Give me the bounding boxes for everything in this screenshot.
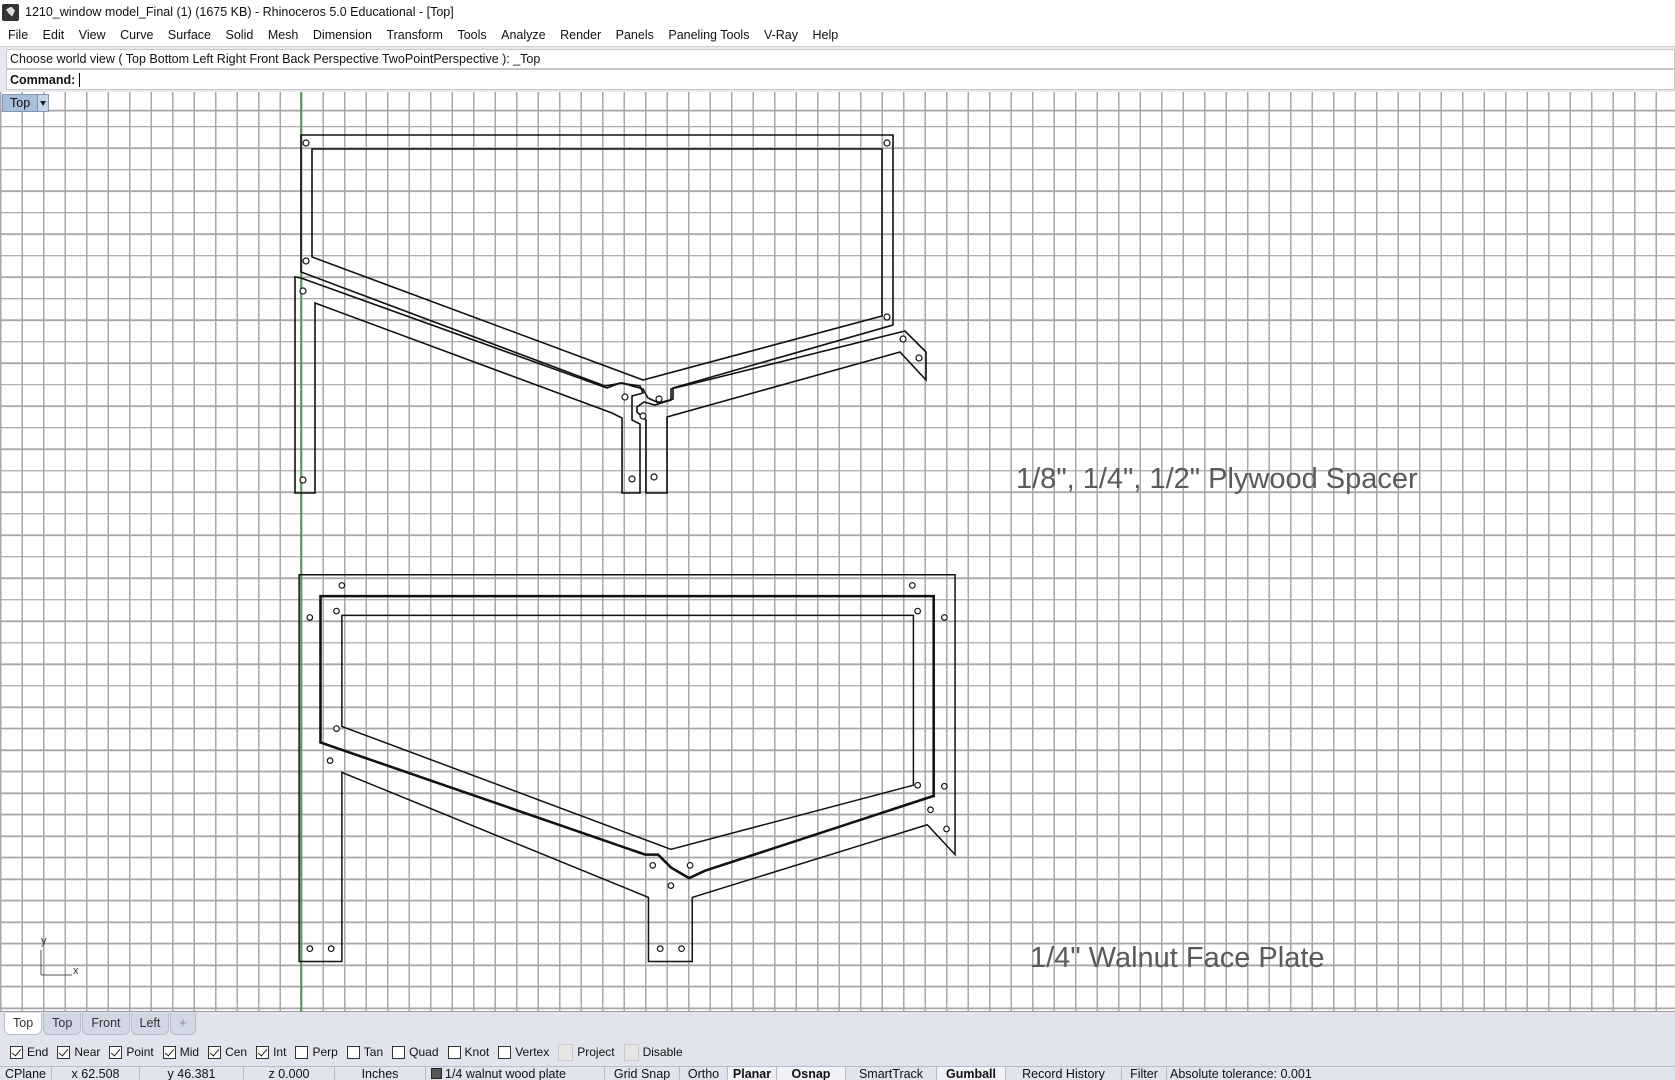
menu-render[interactable]: Render bbox=[560, 28, 602, 42]
osnap-vertex[interactable]: Vertex bbox=[498, 1045, 549, 1059]
add-viewport-tab-icon[interactable]: + bbox=[170, 1013, 196, 1035]
viewport-name[interactable]: Top bbox=[10, 96, 31, 110]
osnap-point[interactable]: Point bbox=[109, 1045, 154, 1059]
menu-tools[interactable]: Tools bbox=[457, 28, 487, 42]
command-history: Choose world view ( Top Bottom Left Righ… bbox=[6, 49, 1675, 69]
checkbox-checked-icon[interactable] bbox=[10, 1045, 23, 1059]
osnap-knot[interactable]: Knot bbox=[447, 1045, 490, 1059]
osnap-cen[interactable]: Cen bbox=[208, 1045, 247, 1059]
osnap-perp[interactable]: Perp bbox=[295, 1045, 338, 1059]
osnap-label: Vertex bbox=[515, 1045, 550, 1059]
gumball-toggle[interactable]: Gumball bbox=[937, 1067, 1006, 1080]
tolerance-readout: Absolute tolerance: 0.001 bbox=[1170, 1067, 1312, 1080]
osnap-project[interactable]: Project bbox=[558, 1043, 615, 1061]
menu-vray[interactable]: V-Ray bbox=[763, 28, 798, 42]
checkbox-unchecked-icon[interactable] bbox=[447, 1045, 461, 1059]
menu-panels[interactable]: Panels bbox=[615, 28, 654, 42]
osnap-mid[interactable]: Mid bbox=[162, 1045, 200, 1059]
x-coordinate: x 62.508 bbox=[52, 1067, 140, 1080]
checkbox-unchecked-icon[interactable] bbox=[392, 1045, 406, 1059]
status-bar: CPlane x 62.508 y 46.381 z 0.000 Inches … bbox=[0, 1066, 1675, 1080]
osnap-quad[interactable]: Quad bbox=[392, 1045, 439, 1059]
menu-view[interactable]: View bbox=[78, 28, 106, 42]
grid-snap-toggle[interactable]: Grid Snap bbox=[605, 1067, 680, 1080]
osnap-int[interactable]: Int bbox=[256, 1045, 286, 1059]
tab-top-2[interactable]: Top bbox=[43, 1013, 82, 1035]
menu-file[interactable]: File bbox=[8, 28, 29, 42]
cplane-button[interactable]: CPlane bbox=[0, 1067, 52, 1080]
osnap-disable[interactable]: Disable bbox=[623, 1043, 683, 1061]
layer-button[interactable]: 1/4 walnut wood plate bbox=[426, 1067, 605, 1080]
title-bar: 1210_window model_Final (1) (1675 KB) - … bbox=[0, 0, 1675, 24]
checkbox-unchecked-icon[interactable] bbox=[498, 1045, 512, 1059]
menu-dimension[interactable]: Dimension bbox=[312, 28, 372, 42]
checkbox-unchecked-icon[interactable] bbox=[295, 1045, 309, 1059]
osnap-bar: End Near Point Mid Cen Int Perp Tan Quad… bbox=[0, 1040, 692, 1064]
tab-left[interactable]: Left bbox=[130, 1013, 170, 1035]
layer-color-swatch bbox=[431, 1068, 442, 1079]
command-prompt: Command: bbox=[10, 73, 76, 87]
osnap-label: Knot bbox=[464, 1045, 490, 1059]
tab-top[interactable]: Top bbox=[4, 1013, 43, 1035]
menu-edit[interactable]: Edit bbox=[42, 28, 65, 42]
chevron-down-icon[interactable] bbox=[37, 95, 49, 111]
osnap-label: Point bbox=[126, 1045, 154, 1059]
checkbox-disabled-icon[interactable] bbox=[558, 1043, 574, 1061]
osnap-label: Project bbox=[577, 1045, 615, 1059]
menu-help[interactable]: Help bbox=[812, 28, 839, 42]
osnap-label: Cen bbox=[225, 1045, 248, 1059]
osnap-label: Disable bbox=[642, 1045, 683, 1059]
y-coordinate: y 46.381 bbox=[140, 1067, 244, 1080]
osnap-label: Quad bbox=[409, 1045, 439, 1059]
osnap-label: Tan bbox=[363, 1045, 384, 1059]
osnap-tan[interactable]: Tan bbox=[346, 1045, 384, 1059]
menu-analyze[interactable]: Analyze bbox=[501, 28, 546, 42]
menu-paneling-tools[interactable]: Paneling Tools bbox=[668, 28, 750, 42]
checkbox-checked-icon[interactable] bbox=[57, 1045, 71, 1059]
faceplate-label: 1/4" Walnut Face Plate bbox=[1030, 942, 1325, 974]
osnap-toggle[interactable]: Osnap bbox=[777, 1067, 846, 1080]
command-area: Choose world view ( Top Bottom Left Righ… bbox=[0, 46, 1675, 92]
viewport-title-menu[interactable]: Top bbox=[2, 94, 50, 112]
window-title: 1210_window model_Final (1) (1675 KB) - … bbox=[25, 5, 454, 19]
axis-x-label: x bbox=[73, 965, 79, 977]
smarttrack-toggle[interactable]: SmartTrack bbox=[846, 1067, 937, 1080]
z-coordinate: z 0.000 bbox=[244, 1067, 335, 1080]
checkbox-checked-icon[interactable] bbox=[162, 1045, 176, 1059]
osnap-near[interactable]: Near bbox=[57, 1045, 100, 1059]
axis-y-label: y bbox=[41, 935, 47, 947]
checkbox-checked-icon[interactable] bbox=[208, 1045, 222, 1059]
rhino-app-icon[interactable] bbox=[2, 3, 19, 21]
menu-transform[interactable]: Transform bbox=[386, 28, 443, 42]
ortho-toggle[interactable]: Ortho bbox=[680, 1067, 728, 1080]
menu-bar: File Edit View Curve Surface Solid Mesh … bbox=[0, 24, 1675, 46]
osnap-end[interactable]: End bbox=[10, 1045, 48, 1059]
top-viewport[interactable]: Top bbox=[0, 92, 1675, 1012]
command-input[interactable]: Command: bbox=[6, 69, 1675, 90]
text-caret bbox=[79, 73, 81, 87]
tab-front[interactable]: Front bbox=[82, 1013, 130, 1035]
viewport-tabs: Top Top Front Left + bbox=[0, 1013, 197, 1035]
osnap-label: End bbox=[27, 1045, 49, 1059]
spacer-label: 1/8", 1/4", 1/2" Plywood Spacer bbox=[1016, 463, 1418, 495]
osnap-label: Mid bbox=[179, 1045, 200, 1059]
units-button[interactable]: Inches bbox=[335, 1067, 426, 1080]
osnap-label: Perp bbox=[312, 1045, 338, 1059]
checkbox-disabled-icon[interactable] bbox=[623, 1043, 639, 1061]
osnap-label: Near bbox=[74, 1045, 101, 1059]
menu-mesh[interactable]: Mesh bbox=[267, 28, 299, 42]
checkbox-checked-icon[interactable] bbox=[256, 1045, 270, 1059]
checkbox-unchecked-icon[interactable] bbox=[346, 1045, 360, 1059]
checkbox-checked-icon[interactable] bbox=[109, 1045, 123, 1059]
osnap-label: Int bbox=[273, 1045, 287, 1059]
layer-name: 1/4 walnut wood plate bbox=[445, 1067, 566, 1080]
planar-toggle[interactable]: Planar bbox=[728, 1067, 777, 1080]
record-history-toggle[interactable]: Record History bbox=[1006, 1067, 1122, 1080]
filter-button[interactable]: Filter bbox=[1122, 1067, 1167, 1080]
menu-curve[interactable]: Curve bbox=[120, 28, 154, 42]
menu-surface[interactable]: Surface bbox=[167, 28, 212, 42]
menu-solid[interactable]: Solid bbox=[225, 28, 254, 42]
